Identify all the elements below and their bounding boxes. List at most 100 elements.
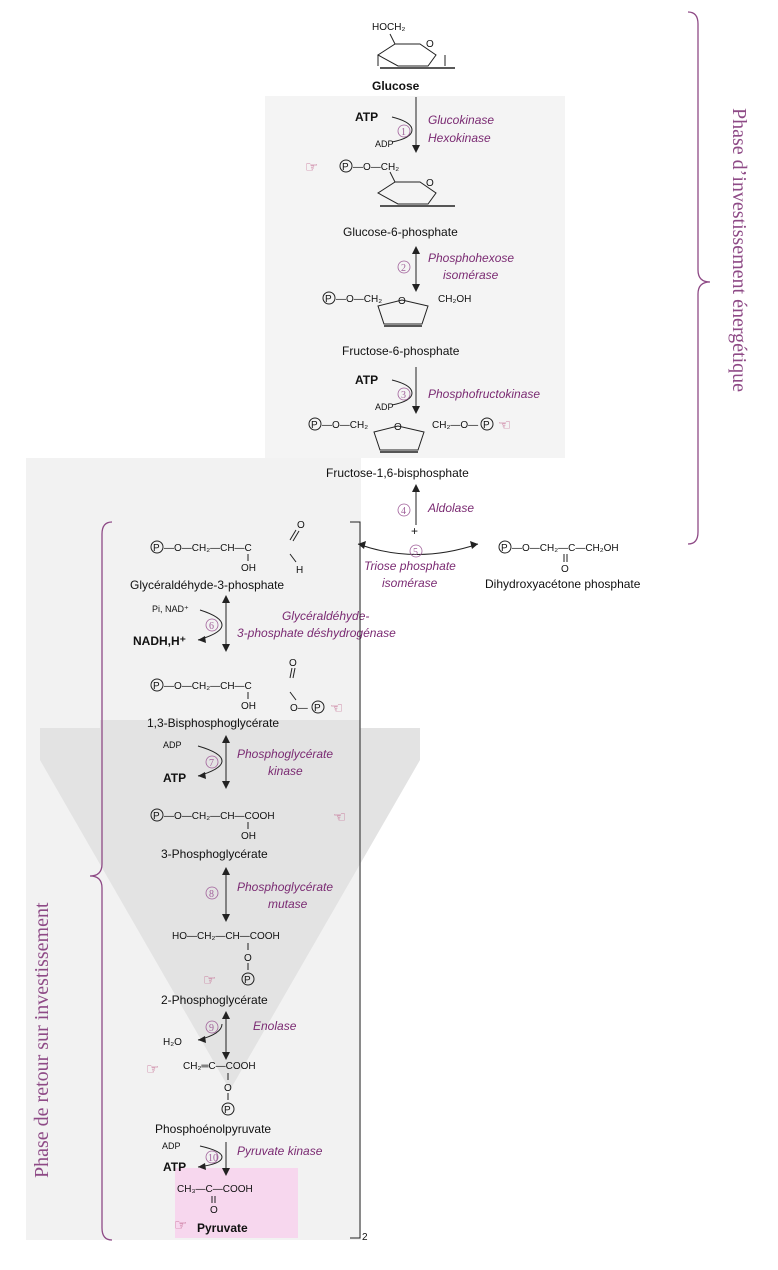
phosphate-label: P bbox=[342, 162, 349, 173]
o-ch2-label: —O—CH₂ bbox=[353, 162, 399, 173]
step-4[interactable]: 4 Aldolase + bbox=[397, 484, 474, 538]
step-number-1: 1 bbox=[401, 127, 406, 138]
adp-input-10: ADP bbox=[162, 1141, 181, 1151]
hoch2-label: HOCH₂ bbox=[372, 22, 405, 33]
enzyme-3-phosphate-dehydrogenase: 3-phosphate déshydrogénase bbox=[237, 626, 396, 640]
hand-pointer-icon: ☞ bbox=[305, 158, 318, 176]
hydroxyl-label: OH bbox=[241, 563, 256, 574]
step-3[interactable]: ATP ADP 3 Phosphofructokinase bbox=[355, 367, 540, 414]
background-panels bbox=[26, 96, 565, 1240]
investment-phase-brace bbox=[687, 11, 711, 545]
pep-structure: ☞ CH₂═C—COOH O P Phosphoénolpyruvate bbox=[146, 1060, 271, 1136]
atp-output-7: ATP bbox=[163, 771, 186, 785]
bpg13-label: 1,3-Bisphosphoglycérate bbox=[147, 716, 279, 730]
phosphate-label: P bbox=[325, 294, 332, 305]
ester-oxygen-label: O bbox=[224, 1083, 232, 1094]
carbonyl-oxygen-label: O bbox=[210, 1205, 218, 1216]
o-ch2-label: —O—CH₂ bbox=[336, 294, 382, 305]
step-6[interactable]: Pi, NAD⁺ NADH,H⁺ 6 Glycéraldéhyde- 3-pho… bbox=[133, 595, 396, 652]
hand-pointer-icon: ☜ bbox=[333, 808, 346, 826]
carbonyl-oxygen-label: O bbox=[289, 658, 297, 669]
step-number-5: 5 bbox=[413, 547, 418, 558]
step-number-4: 4 bbox=[401, 506, 406, 517]
enzyme-hexokinase: Hexokinase bbox=[428, 131, 491, 145]
atp-input-3: ATP bbox=[355, 373, 378, 387]
pg3-chain-label: —O—CH₂—CH—COOH bbox=[164, 811, 275, 822]
g6p-structure: ☞ P —O—CH₂ O Glucose-6-phosphate bbox=[305, 158, 458, 239]
step-8[interactable]: 8 Phosphoglycérate mutase bbox=[205, 867, 333, 922]
step-2[interactable]: 2 Phosphohexose isomérase bbox=[397, 246, 514, 292]
dhap-label: Dihydroxyacétone phosphate bbox=[485, 577, 641, 591]
enzyme-glucokinase: Glucokinase bbox=[428, 113, 494, 127]
g3p-chain-label: —O—CH₂—CH—C bbox=[164, 543, 252, 554]
g6p-label: Glucose-6-phosphate bbox=[343, 225, 458, 239]
step-number-7: 7 bbox=[209, 758, 214, 769]
glucose-label: Glucose bbox=[372, 79, 420, 93]
phosphate-label: P bbox=[244, 975, 251, 986]
hand-pointer-icon: ☞ bbox=[174, 1216, 187, 1234]
step-number-6: 6 bbox=[209, 621, 214, 632]
phosphate-label: P bbox=[153, 681, 160, 692]
enzyme-enolase: Enolase bbox=[253, 1019, 297, 1033]
step-7[interactable]: ADP ATP 7 Phosphoglycérate kinase bbox=[163, 735, 333, 789]
g3p-label: Glycéraldéhyde-3-phosphate bbox=[130, 578, 284, 592]
enzyme-phosphofructokinase: Phosphofructokinase bbox=[428, 387, 540, 401]
enzyme-glyceraldehyde: Glycéraldéhyde- bbox=[282, 609, 369, 623]
step-5[interactable]: 5 Triose phosphate isomérase bbox=[357, 541, 479, 590]
return-phase-brace bbox=[89, 521, 113, 1241]
pg2-label: 2-Phosphoglycérate bbox=[161, 993, 268, 1007]
nadh-output: NADH,H⁺ bbox=[133, 634, 186, 648]
aldehyde-oxygen-label: O bbox=[297, 520, 305, 531]
step-1[interactable]: ATP ADP 1 Glucokinase Hexokinase bbox=[355, 97, 494, 153]
ch2oh-label: CH₂OH bbox=[438, 294, 471, 305]
step-number-2: 2 bbox=[401, 263, 406, 274]
pep-chain-label: CH₂═C—COOH bbox=[183, 1061, 256, 1072]
hydroxyl-label: OH bbox=[241, 831, 256, 842]
ring-oxygen-label: O bbox=[394, 422, 402, 433]
dhap-chain-label: —O—CH₂—C—CH₂OH bbox=[512, 543, 619, 554]
step-10[interactable]: ADP ATP 10 Pyruvate kinase bbox=[162, 1141, 323, 1176]
pg3-structure: P —O—CH₂—CH—COOH ☜ OH 3-Phosphoglycérate bbox=[150, 808, 346, 861]
g3p-structure: P —O—CH₂—CH—C O H OH Glycéraldéhyde-3-ph… bbox=[130, 520, 305, 592]
ch2-o-label: CH₂—O— bbox=[432, 420, 478, 431]
adp-output-3: ADP bbox=[375, 402, 394, 412]
page-number: 2 bbox=[362, 1232, 368, 1243]
enzyme-pyruvate-kinase: Pyruvate kinase bbox=[237, 1144, 323, 1158]
phosphate-label: P bbox=[153, 543, 160, 554]
step-number-3: 3 bbox=[401, 390, 406, 401]
step-number-9: 9 bbox=[209, 1023, 214, 1034]
phosphate-label: P bbox=[153, 811, 160, 822]
step-9[interactable]: H₂O 9 Enolase bbox=[163, 1011, 297, 1060]
adp-input-7: ADP bbox=[163, 740, 182, 750]
pyruvate-label: Pyruvate bbox=[197, 1221, 248, 1235]
pyruvate-structure: CH₃—C—COOH O ☞ Pyruvate bbox=[174, 1184, 253, 1235]
ring-oxygen-label: O bbox=[426, 178, 434, 189]
aldehyde-h-label: H bbox=[296, 565, 303, 576]
f16bp-structure: P —O—CH₂ O CH₂—O— P ☜ Fructose-1,6-bisph… bbox=[308, 416, 511, 480]
pg2-structure: HO—CH₂—CH—COOH O P ☞ 2-Phosphoglycérate bbox=[161, 931, 280, 1007]
f6p-label: Fructose-6-phosphate bbox=[342, 344, 460, 358]
return-phase-label: Phase de retour sur investissement bbox=[31, 902, 53, 1178]
f16bp-label: Fructose-1,6-bisphosphate bbox=[326, 466, 469, 480]
hand-pointer-icon: ☜ bbox=[498, 416, 511, 434]
dhap-structure: P —O—CH₂—C—CH₂OH O Dihydroxyacétone phos… bbox=[485, 540, 641, 591]
f6p-structure: P —O—CH₂ O CH₂OH Fructose-6-phosphate bbox=[322, 291, 471, 358]
hand-pointer-icon: ☜ bbox=[330, 699, 343, 717]
atp-input-1: ATP bbox=[355, 110, 378, 124]
phosphate-label: P bbox=[501, 543, 508, 554]
phosphate-label: P bbox=[483, 420, 490, 431]
phosphate-label: P bbox=[311, 420, 318, 431]
enzyme-triose-phosphate: Triose phosphate bbox=[364, 559, 456, 573]
hand-pointer-icon: ☞ bbox=[146, 1060, 159, 1078]
enzyme-phosphoglycerate-kinase-a: Phosphoglycérate bbox=[237, 747, 333, 761]
pyruvate-highlight bbox=[175, 1168, 298, 1238]
enzyme-isomerase: isomérase bbox=[443, 268, 499, 282]
enzyme-phosphohexose: Phosphohexose bbox=[428, 251, 514, 265]
glucose-structure: HOCH₂ O Glucose bbox=[372, 22, 455, 93]
adp-output-1: ADP bbox=[375, 139, 394, 149]
pg2-chain-label: HO—CH₂—CH—COOH bbox=[172, 931, 280, 942]
enzyme-phosphoglycerate-mutase-a: Phosphoglycérate bbox=[237, 880, 333, 894]
pyr-chain-label: CH₃—C—COOH bbox=[177, 1184, 253, 1195]
